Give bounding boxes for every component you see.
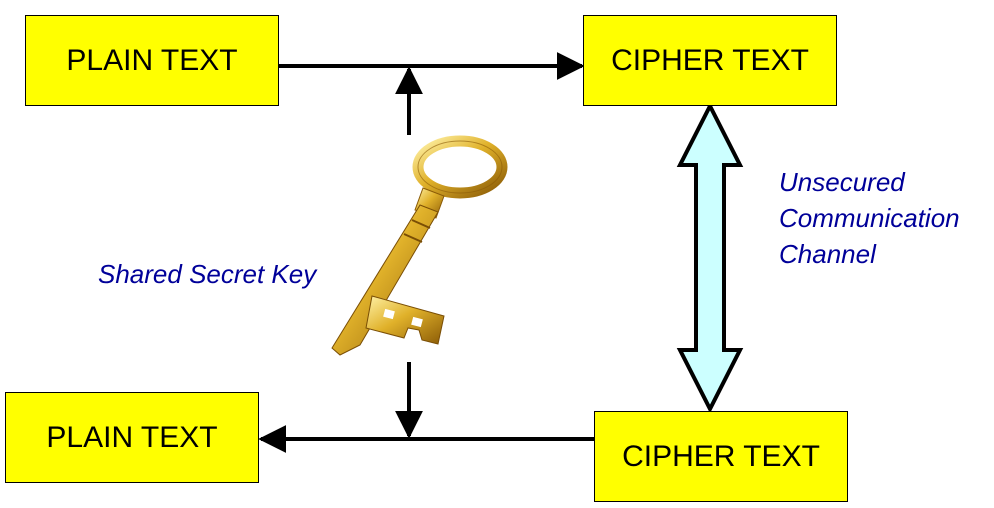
cipher-text-box-top: CIPHER TEXT [583,15,837,106]
channel-label-line-1: Unsecured [779,167,905,197]
shared-secret-key-label: Shared Secret Key [98,259,317,289]
channel-double-arrow [676,101,744,414]
unsecured-channel-label: Unsecured Communication Channel [779,164,960,272]
plain-text-box-top: PLAIN TEXT [25,15,279,106]
channel-label-line-3: Channel [779,239,876,269]
cipher-text-box-bottom: CIPHER TEXT [594,411,848,502]
channel-label-line-2: Communication [779,203,960,233]
plain-text-box-bottom: PLAIN TEXT [5,392,259,483]
golden-skeleton-key-icon [331,135,508,356]
